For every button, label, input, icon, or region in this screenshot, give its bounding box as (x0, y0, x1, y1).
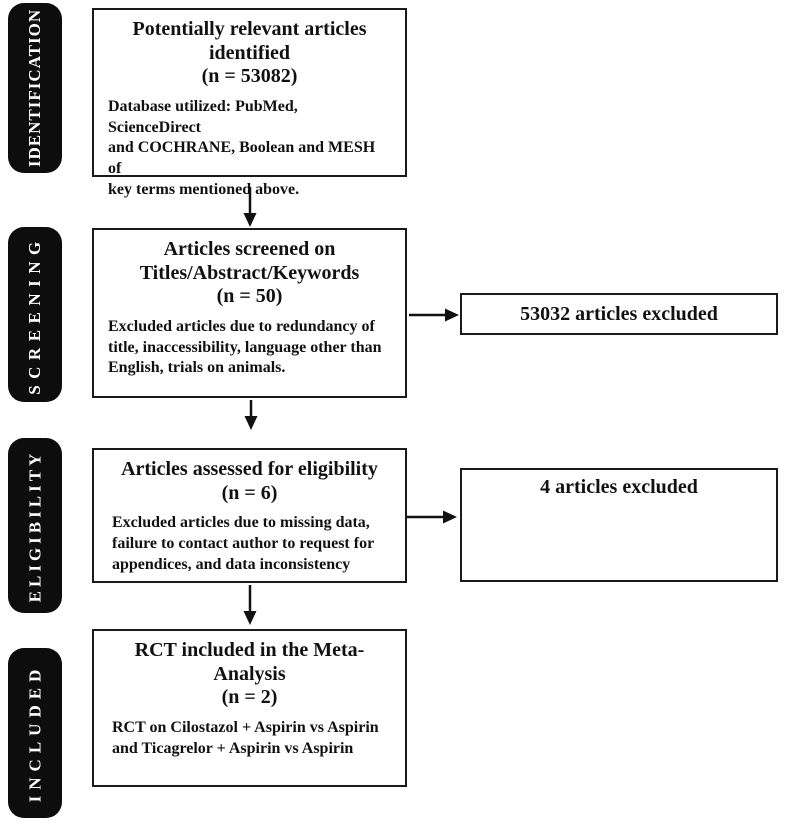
node-eligibility-title: Articles assessed for eligibility (n = 6… (121, 458, 378, 504)
stage-label-eligibility: ELIGIBILITY (25, 449, 45, 602)
stage-label-included: INCLUDED (25, 663, 44, 803)
arrow-screening-to-excluded (409, 308, 459, 322)
screening-excluded-label: 53032 articles excluded (520, 302, 718, 325)
node-eligibility-box: Articles assessed for eligibility (n = 6… (92, 448, 407, 583)
node-screening-box: Articles screened on Titles/Abstract/Key… (92, 228, 407, 398)
node-included-title: RCT included in the Meta- Analysis (n = … (134, 639, 365, 709)
screening-excluded-box: 53032 articles excluded (460, 293, 778, 335)
node-identification-box: Potentially relevant articles identified… (92, 8, 407, 198)
stage-pill-eligibility: ELIGIBILITY (8, 438, 62, 613)
arrow-eligibility-to-included (243, 585, 257, 625)
node-included-body: RCT on Cilostazol + Aspirin vs Aspirin a… (112, 718, 379, 757)
node-included-box: RCT included in the Meta- Analysis (n = … (92, 629, 407, 787)
node-eligibility-body: Excluded articles due to missing data, f… (112, 514, 375, 573)
eligibility-excluded-label: 4 articles excluded (540, 476, 698, 498)
node-identification-title: Potentially relevant articles identified… (132, 18, 367, 88)
stage-pill-screening: SCREENING (8, 227, 62, 402)
stage-pill-included: INCLUDED (8, 648, 62, 818)
arrow-eligibility-to-excluded (407, 510, 457, 524)
stage-pill-identification: IDENTIFICATION (8, 3, 62, 173)
arrow-screening-to-eligibility (244, 400, 258, 430)
eligibility-excluded-box: 4 articles excluded (460, 468, 778, 582)
stage-label-screening: SCREENING (25, 234, 44, 395)
node-screening-body: Excluded articles due to redundancy of t… (108, 317, 382, 377)
node-screening-title: Articles screened on Titles/Abstract/Key… (139, 238, 360, 308)
node-identification-body: Database utilized: PubMed, ScienceDirect… (108, 97, 376, 198)
stage-label-identification: IDENTIFICATION (25, 8, 44, 168)
